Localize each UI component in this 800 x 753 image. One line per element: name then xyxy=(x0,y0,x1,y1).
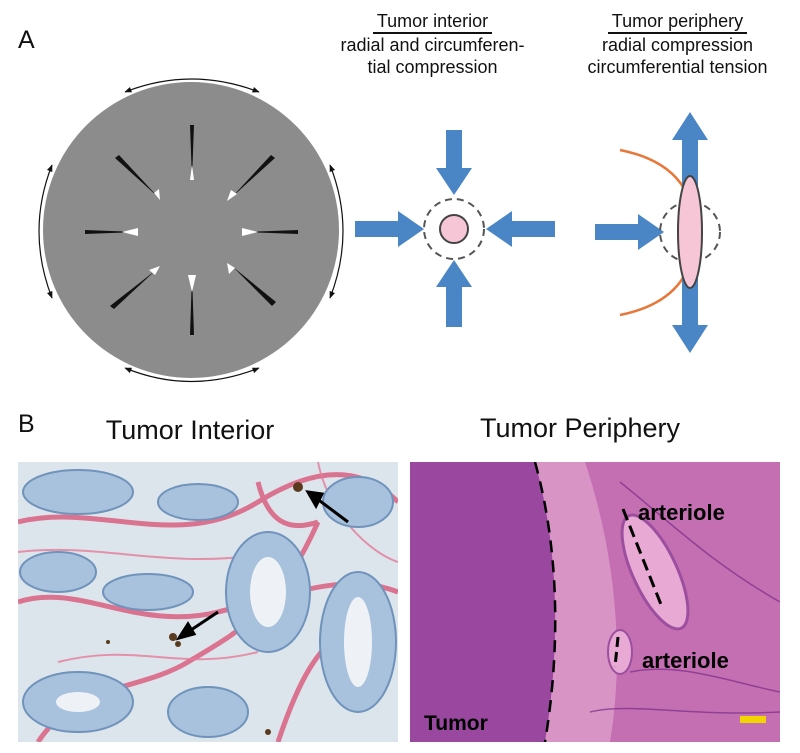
tumor-interior-line1: radial and circumferen- xyxy=(340,35,525,55)
tumor-interior-micrograph xyxy=(18,462,398,742)
scale-bar xyxy=(740,716,766,723)
panel-a-letter: A xyxy=(18,26,35,54)
micrograph-annotation-arrows xyxy=(175,490,349,641)
tumor-periphery-title: Tumor periphery xyxy=(607,10,748,34)
tumor-periphery-line2: circumferential tension xyxy=(587,57,768,77)
stretched-cell xyxy=(677,175,703,289)
tumor-periphery-heading: Tumor Periphery xyxy=(479,413,681,443)
tumor-interior-line2: tial compression xyxy=(367,57,498,77)
tumor-periphery-caption: Tumor periphery radial compression circu… xyxy=(560,10,795,78)
tumor-interior-heading: Tumor Interior xyxy=(105,415,275,445)
periphery-cell-diagram xyxy=(595,112,721,353)
circumferential-arrows xyxy=(38,78,344,383)
tumor-interior-caption: Tumor interior radial and circumferen- t… xyxy=(320,10,545,78)
arteriole-label-top: arteriole xyxy=(638,500,725,525)
radial-compression-arrows xyxy=(85,125,298,335)
tumor-periphery-line1: radial compression xyxy=(601,35,754,55)
interior-micrograph-art xyxy=(18,462,398,742)
tumor-periphery-micrograph: arteriole arteriole Tumor xyxy=(410,462,780,742)
tumor-stress-diagram xyxy=(38,78,344,383)
interior-compression-arrows xyxy=(355,130,555,327)
original-periphery-outline xyxy=(659,201,721,263)
interior-cell-diagram xyxy=(355,130,555,327)
tumor-boundary-dashed xyxy=(533,462,557,742)
periphery-micrograph-art xyxy=(410,462,780,742)
periphery-arrows xyxy=(595,112,708,353)
panel-b-letter: B xyxy=(18,410,35,438)
tumor-interior-title: Tumor interior xyxy=(372,10,493,34)
tumor-label: Tumor xyxy=(424,712,488,735)
arteriole-label-bottom: arteriole xyxy=(642,648,729,673)
compressed-cell xyxy=(439,214,469,244)
original-cell-outline xyxy=(423,198,485,260)
